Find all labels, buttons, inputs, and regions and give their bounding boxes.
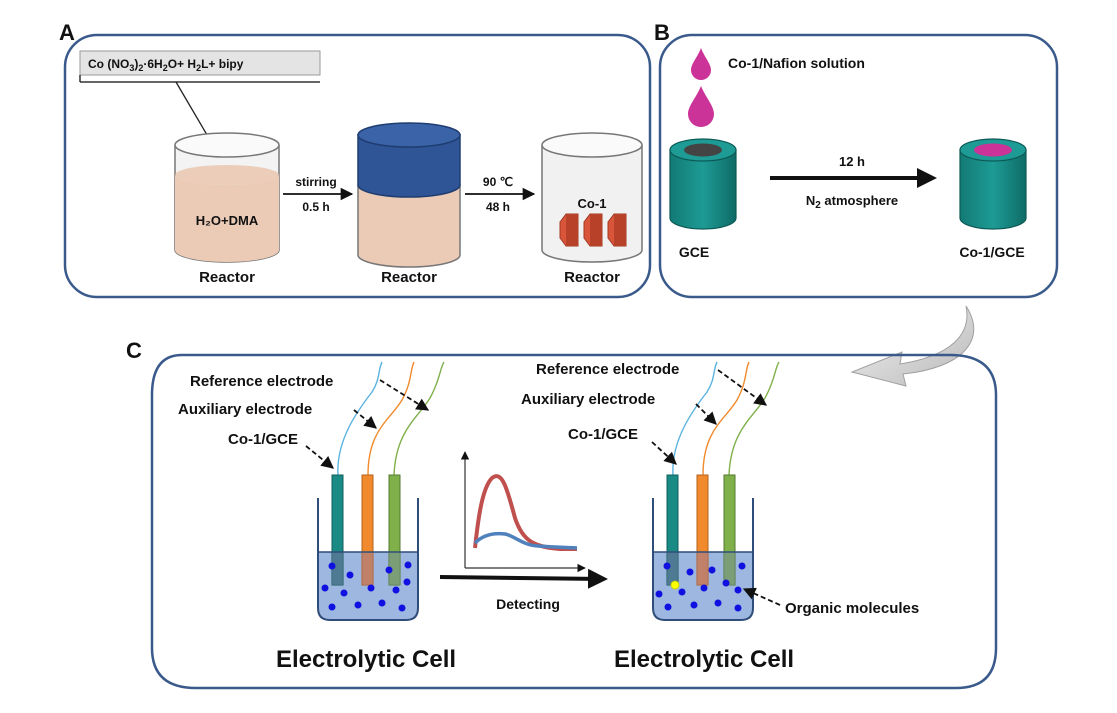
- panel-c-letter: C: [126, 338, 142, 363]
- wire-blue: [337, 361, 383, 476]
- co1-crystals: [559, 213, 627, 247]
- cell-label-left: Electrolytic Cell: [276, 646, 456, 673]
- panel-b: B Co-1/Nafion solution GCE 12 h N2 atmos…: [654, 20, 1059, 299]
- electrolytic-cell-left: Reference electrode Auxiliary electrode …: [178, 361, 456, 673]
- product-label: Co-1: [578, 196, 607, 211]
- organic-molecules: [655, 562, 746, 612]
- stirring-step: stirring 0.5 h: [283, 175, 354, 214]
- heating-step: 90 ℃ 48 h: [465, 175, 536, 214]
- reagent-label-box: Co (NO3)2·6H2O+ H2L+ bipy: [79, 50, 321, 141]
- wire-green: [728, 361, 780, 476]
- beaker: [652, 498, 754, 621]
- panel-a: A Co (NO3)2·6H2O+ H2L+ bipy H₂O+DMA Reac…: [59, 20, 652, 299]
- temperature-label: 90 ℃: [483, 175, 513, 189]
- solution-liquid: [357, 184, 461, 268]
- wire-orange: [702, 361, 750, 476]
- auxiliary-pointer: [695, 403, 717, 425]
- co1-gce-label: Co-1/GCE: [959, 244, 1024, 260]
- atmosphere-label: N2 atmosphere: [806, 193, 898, 211]
- reference-pointer: [717, 369, 768, 406]
- reactor-lid: [357, 134, 461, 198]
- beaker: [317, 498, 419, 621]
- bare-electrode-surface: [684, 143, 722, 157]
- working-electrode-label: Co-1/GCE: [568, 426, 638, 443]
- working-electrode-label: Co-1/GCE: [228, 431, 298, 448]
- signal-inset: [460, 451, 586, 573]
- reference-electrode-label: Reference electrode: [190, 373, 333, 390]
- reagent-label: Co (NO3)2·6H2O+ H2L+ bipy: [88, 57, 244, 73]
- working-pointer: [305, 445, 334, 469]
- curve-baseline: [473, 531, 578, 550]
- cell-label-right: Electrolytic Cell: [614, 646, 794, 673]
- curve-with-analyte: [473, 474, 577, 551]
- drying-time-label: 12 h: [839, 154, 865, 169]
- detecting-label: Detecting: [496, 596, 560, 612]
- auxiliary-electrode-label: Auxiliary electrode: [178, 401, 312, 418]
- target-molecule: [670, 580, 680, 590]
- reactor-2: Reactor: [357, 122, 461, 286]
- wire-orange: [367, 361, 415, 476]
- heating-time-label: 48 h: [486, 200, 510, 214]
- solvent-label: H₂O+DMA: [196, 213, 259, 228]
- organic-molecules: [321, 561, 412, 612]
- detecting-step: Detecting: [439, 568, 608, 612]
- molecules-pointer: [742, 587, 781, 606]
- reference-pointer: [379, 379, 430, 411]
- reactor-2-label: Reactor: [381, 269, 437, 286]
- stirring-time-label: 0.5 h: [302, 200, 329, 214]
- solution-liquid: [175, 175, 279, 262]
- curved-transition-arrow: [850, 305, 975, 387]
- reactor-1: H₂O+DMA Reactor: [174, 132, 280, 286]
- nafion-solution-label: Co-1/Nafion solution: [728, 55, 865, 71]
- modification-step: 12 h N2 atmosphere: [770, 154, 937, 211]
- panel-a-letter: A: [59, 20, 75, 45]
- co1-gce-electrode: Co-1/GCE: [959, 138, 1027, 260]
- panel-b-letter: B: [654, 20, 670, 45]
- panel-c-frame: [150, 353, 998, 690]
- auxiliary-electrode-label: Auxiliary electrode: [521, 391, 655, 408]
- panel-a-frame: [63, 33, 652, 299]
- organic-molecules-label: Organic molecules: [785, 600, 919, 617]
- modified-electrode-surface: [974, 143, 1012, 157]
- reactor-1-label: Reactor: [199, 269, 255, 286]
- panel-c: C: [126, 338, 998, 690]
- reagent-pointer: [175, 81, 211, 141]
- reactor-3-label: Reactor: [564, 269, 620, 286]
- electrolytic-cell-right: Reference electrode Auxiliary electrode …: [521, 361, 919, 673]
- panel-b-frame: [658, 33, 1059, 299]
- reactor-3: Co-1 Reactor: [541, 132, 643, 286]
- gce-label: GCE: [679, 244, 709, 260]
- wire-blue: [672, 361, 718, 476]
- auxiliary-pointer: [353, 409, 377, 429]
- stirring-label: stirring: [295, 175, 336, 189]
- working-pointer: [651, 441, 677, 465]
- wire-green: [393, 361, 445, 476]
- reference-electrode-label: Reference electrode: [536, 361, 679, 378]
- nafion-droplets: [688, 48, 714, 127]
- gce-electrode: GCE: [669, 138, 737, 260]
